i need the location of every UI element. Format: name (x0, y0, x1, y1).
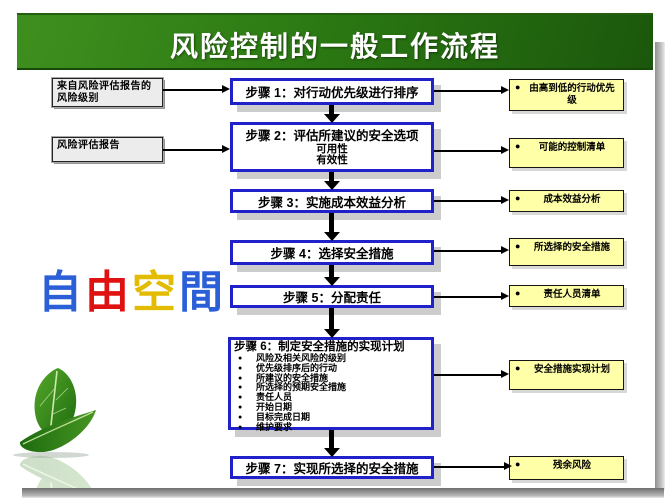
leaf-image (13, 368, 97, 488)
connector-arrow-icon (434, 146, 509, 154)
step-3-label: 步骤 3：实施成本效益分析 (258, 195, 406, 210)
step-6-bullet-text: 所建议的安全措施 (256, 372, 329, 383)
step-7-box: 步骤 7：实现所选择的安全措施 (230, 456, 434, 479)
output-label: 安全措施实现计划 (533, 364, 610, 375)
output-label: 成本效益分析 (543, 194, 601, 205)
output-box-implementation-plan: ● 安全措施实现计划 (509, 360, 624, 390)
title-banner: 风险控制的一般工作流程 (17, 13, 653, 70)
bullet-icon: ● (238, 394, 243, 402)
slide-shadow-bottom (22, 488, 664, 498)
output-box-responsible-list: ● 责任人员清单 (509, 285, 624, 307)
step-4-label: 步骤 4：选择安全措施 (270, 247, 394, 261)
flow-arrow-down-icon (324, 213, 340, 241)
connector-arrow-icon (434, 462, 512, 470)
input-box-label: 来自风险评估报告的风险级别 (57, 81, 152, 104)
bullet-icon: ● (515, 141, 521, 151)
step-6-bullet-text: 维护要求 (256, 421, 293, 432)
bullet-icon: ● (515, 82, 521, 92)
page-title: 风险控制的一般工作流程 (169, 30, 500, 62)
step-6-bullet-text: 风险及相关风险的级别 (256, 353, 347, 363)
flow-arrow-down-icon (324, 430, 340, 457)
output-label: 可能的控制清单 (538, 142, 606, 153)
bullet-icon: ● (515, 193, 521, 203)
step-6-bullet-row: ● 开始日期 (234, 401, 428, 413)
watermark-char: 自 (38, 268, 85, 317)
bullet-icon: ● (515, 241, 521, 251)
bullet-icon: ● (238, 374, 243, 382)
step-7-label: 步骤 7：实现所选择的安全措施 (245, 462, 419, 476)
output-box-control-list: ● 可能的控制清单 (509, 138, 624, 168)
step-6-bullet-row: ● 责任人员 (234, 392, 428, 403)
connector-arrow-icon (163, 145, 230, 153)
output-label: 所选择的安全措施 (533, 242, 610, 253)
input-box-risk-report: 风险评估报告 (51, 136, 164, 163)
watermark-text: 自由空間 (38, 256, 226, 320)
bullet-icon: ● (238, 423, 243, 431)
step-2-label: 步骤 2：评估所建议的安全选项 (245, 129, 419, 143)
step-6-bullet-text: 目标完成日期 (256, 411, 311, 422)
output-box-residual-risk: ● 残余风险 (509, 456, 624, 480)
step-6-bullet-row: ● 风险及相关风险的级别 (234, 353, 428, 364)
connector-arrow-icon (434, 86, 509, 94)
connector-arrow-icon (434, 246, 509, 254)
input-box-risk-levels: 来自风险评估报告的风险级别 (51, 77, 164, 108)
output-box-cost-benefit: ● 成本效益分析 (509, 190, 624, 212)
output-box-priorities: ● 由高到低的行动优先级 (509, 79, 624, 111)
step-6-bullet-row: ● 所选择的预期安全措施 (234, 383, 428, 393)
step-6-bullet-row: ● 目标完成日期 (234, 411, 428, 423)
step-6-bullet-row: ● 所建议的安全措施 (234, 372, 428, 384)
connector-arrow-icon (434, 292, 509, 300)
step-6-bullet-text: 责任人员 (256, 392, 293, 403)
step-1-label: 步骤 1：对行动优先级进行排序 (245, 86, 419, 100)
step-2-subline-effectiveness: 有效性 (316, 154, 348, 166)
step-5-box: 步骤 5：分配责任 (230, 285, 434, 308)
watermark-char: 間 (179, 268, 226, 317)
step-5-label: 步骤 5：分配责任 (283, 291, 381, 305)
bullet-icon: ● (238, 403, 243, 411)
step-6-box: 步骤 6：制定安全措施的实现计划 ●风险及相关风险的级别 ●优先级排序后的行动 … (228, 337, 434, 433)
step-6-bullet-text: 优先级排序后的行动 (256, 362, 338, 373)
output-box-selected-measures: ● 所选择的安全措施 (509, 238, 624, 266)
connector-arrow-icon (163, 85, 230, 93)
connector-arrow-icon (434, 370, 509, 378)
bullet-icon: ● (238, 384, 243, 392)
watermark-char: 由 (85, 268, 132, 317)
flow-arrow-down-icon (324, 172, 340, 190)
bullet-icon: ● (238, 413, 243, 421)
connector-arrow-icon (434, 196, 509, 204)
flow-arrow-down-icon (324, 308, 340, 338)
bullet-icon: ● (515, 288, 521, 298)
step-3-box: 步骤 3：实施成本效益分析 (230, 189, 434, 213)
step-1-box: 步骤 1：对行动优先级进行排序 (230, 78, 434, 105)
bullet-icon: ● (238, 364, 243, 372)
step-2-subline-usability: 可用性 (316, 143, 348, 155)
input-box-label: 风险评估报告 (57, 140, 120, 151)
watermark-char: 空 (132, 268, 179, 317)
bullet-icon: ● (515, 363, 521, 373)
step-6-label: 步骤 6：制定安全措施的实现计划 (234, 341, 405, 353)
step-2-box: 步骤 2：评估所建议的安全选项 可用性 有效性 (230, 122, 434, 172)
step-6-bullet-row: ● 维护要求 (234, 421, 428, 433)
flow-arrow-down-icon (324, 265, 340, 286)
bullet-icon: ● (238, 355, 243, 362)
output-label: 由高到低的行动优先级 (529, 83, 615, 106)
step-6-bullet-text: 所选择的预期安全措施 (256, 382, 347, 393)
step-6-bullet-text: 开始日期 (256, 401, 293, 412)
bullet-icon: ● (515, 459, 521, 469)
step-6-bullet-row: ● 优先级排序后的行动 (234, 362, 428, 374)
flow-arrow-down-icon (324, 105, 340, 123)
slide-shadow-right (655, 42, 665, 490)
output-label: 责任人员清单 (543, 289, 601, 300)
output-label: 残余风险 (552, 460, 591, 471)
step-4-box: 步骤 4：选择安全措施 (230, 240, 434, 265)
